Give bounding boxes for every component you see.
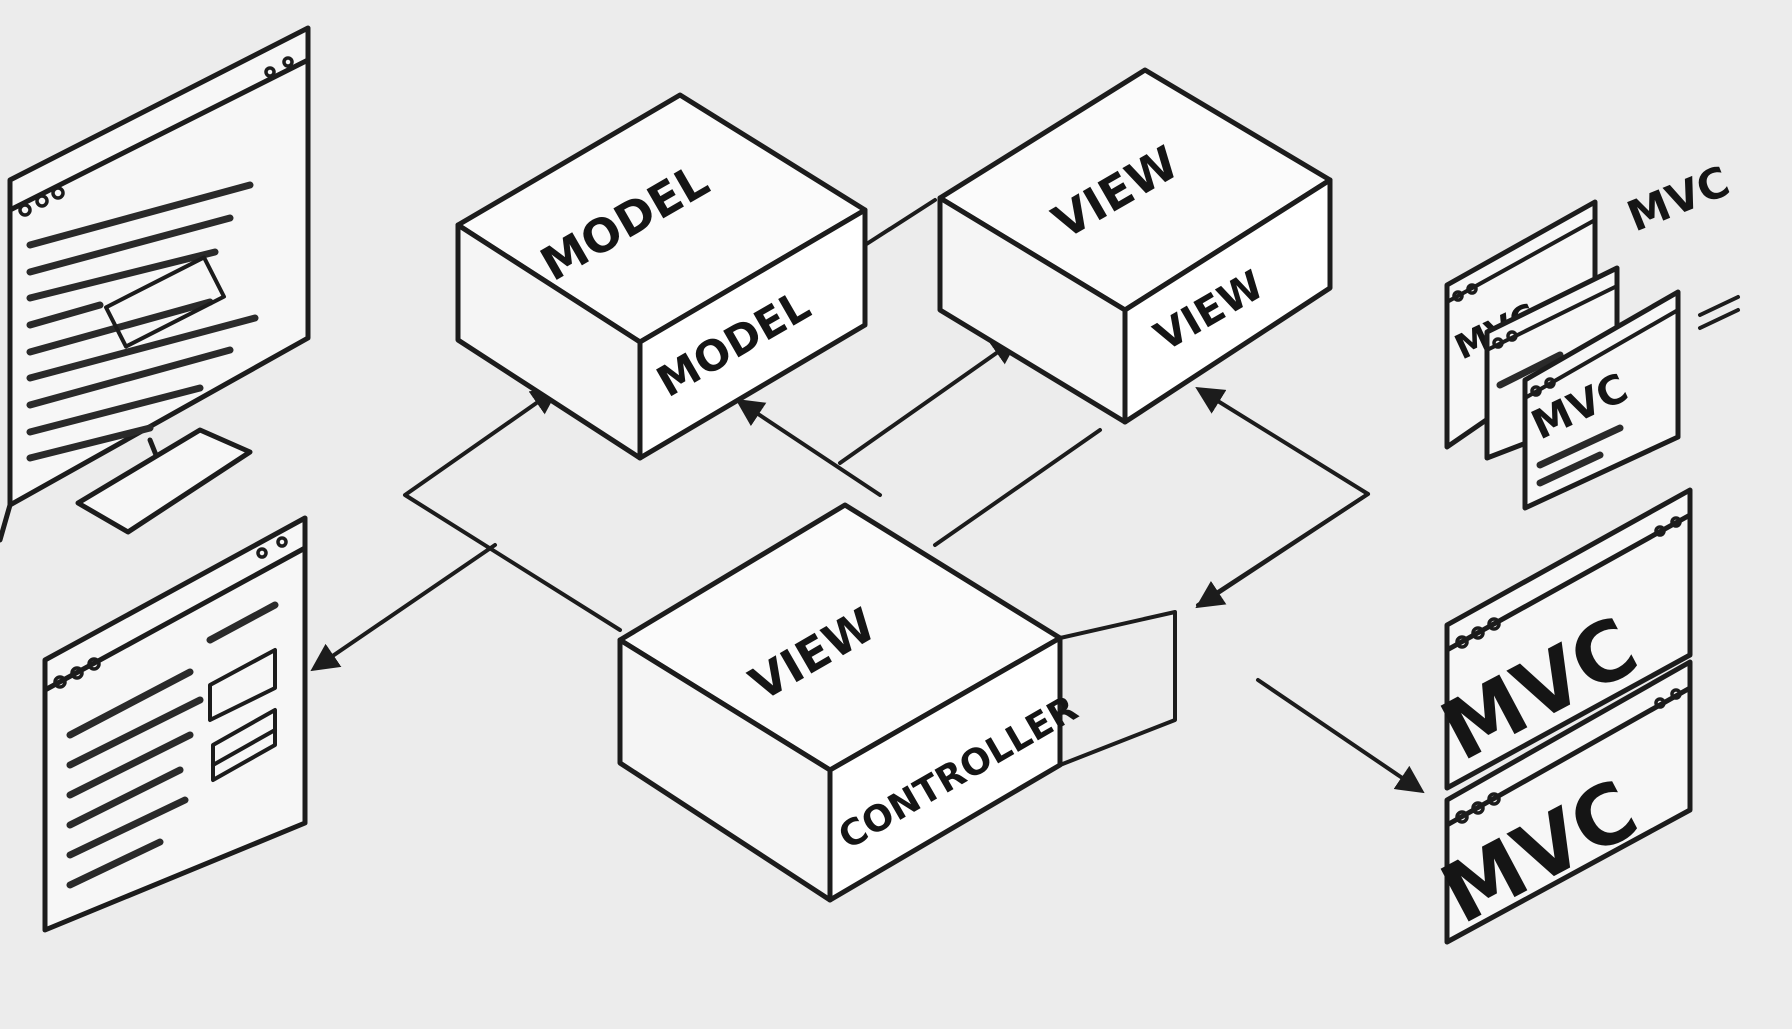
top-right-caption: MVC [1620, 156, 1736, 241]
controller-to-right-windows-arrow [1256, 678, 1425, 794]
model-box: MODEL MODEL [455, 92, 868, 461]
controller-box: VIEW CONTROLLER [617, 502, 1177, 903]
large-mvc-windows-illustration: MVC MVC [1427, 487, 1693, 945]
left-loop-connector [403, 386, 622, 632]
model-view-link [863, 198, 937, 247]
right-loop-return-arrow [1195, 492, 1370, 609]
view-box: VIEW VIEW [937, 67, 1333, 425]
controller-to-view-line [933, 428, 1102, 547]
right-loop-connector [1195, 387, 1370, 607]
connectors [310, 198, 1425, 794]
left-window-illustration [42, 515, 308, 933]
stacked-windows-illustration: MVC MVC [1444, 199, 1681, 511]
monitor-code-lines [26, 181, 259, 462]
controller-to-model-arrow [735, 398, 882, 497]
controller-to-left-window-arrow [310, 543, 497, 672]
model-to-view-arrow [838, 336, 1020, 465]
monitor-illustration [0, 25, 311, 543]
